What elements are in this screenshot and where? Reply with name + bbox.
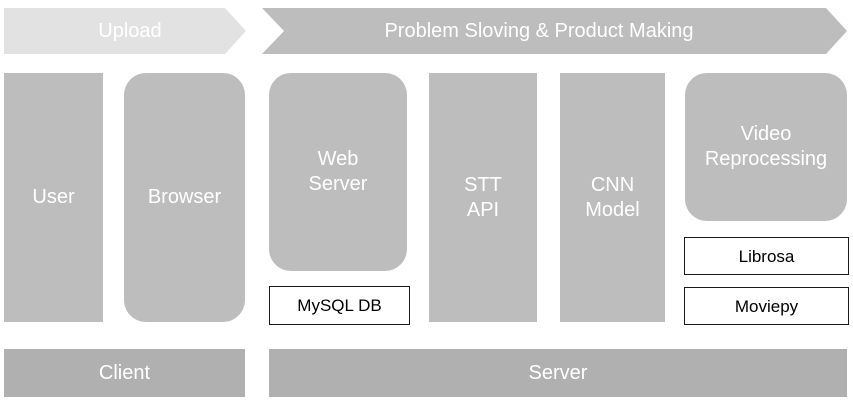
video-reprocessing-box: Video Reprocessing [685,73,847,221]
browser-label: Browser [147,186,222,208]
upload-arrow [4,8,246,54]
cnn-model-label: CNN Model [585,173,640,221]
client-tier: Client [4,349,245,397]
server-tier: Server [269,349,847,397]
moviepy-box: Moviepy [684,287,849,325]
client-tier-label: Client [98,361,151,384]
video-reprocessing-label: Video Reprocessing [704,123,828,170]
making-arrow [262,8,847,54]
cnn-model-box: CNN Model [560,73,665,322]
moviepy-label: Moviepy [734,296,799,316]
web-server-box: Web Server [269,73,407,271]
browser-box: Browser [124,73,245,322]
stt-api-box: STT API [429,73,537,322]
librosa-label: Librosa [738,246,795,266]
web-server-label: Web Server [308,148,368,195]
stt-api-label: STT API [464,173,502,221]
server-tier-label: Server [528,361,588,384]
librosa-box: Librosa [684,237,849,275]
mysql-db-label: MySQL DB [297,296,382,315]
process-arrows [4,8,847,54]
user-box: User [4,73,103,322]
upload-arrow-label: Upload [98,20,162,42]
user-label: User [32,186,75,208]
making-arrow-label: Problem Sloving & Product Making [384,20,694,42]
mysql-db-box: MySQL DB [269,286,410,325]
